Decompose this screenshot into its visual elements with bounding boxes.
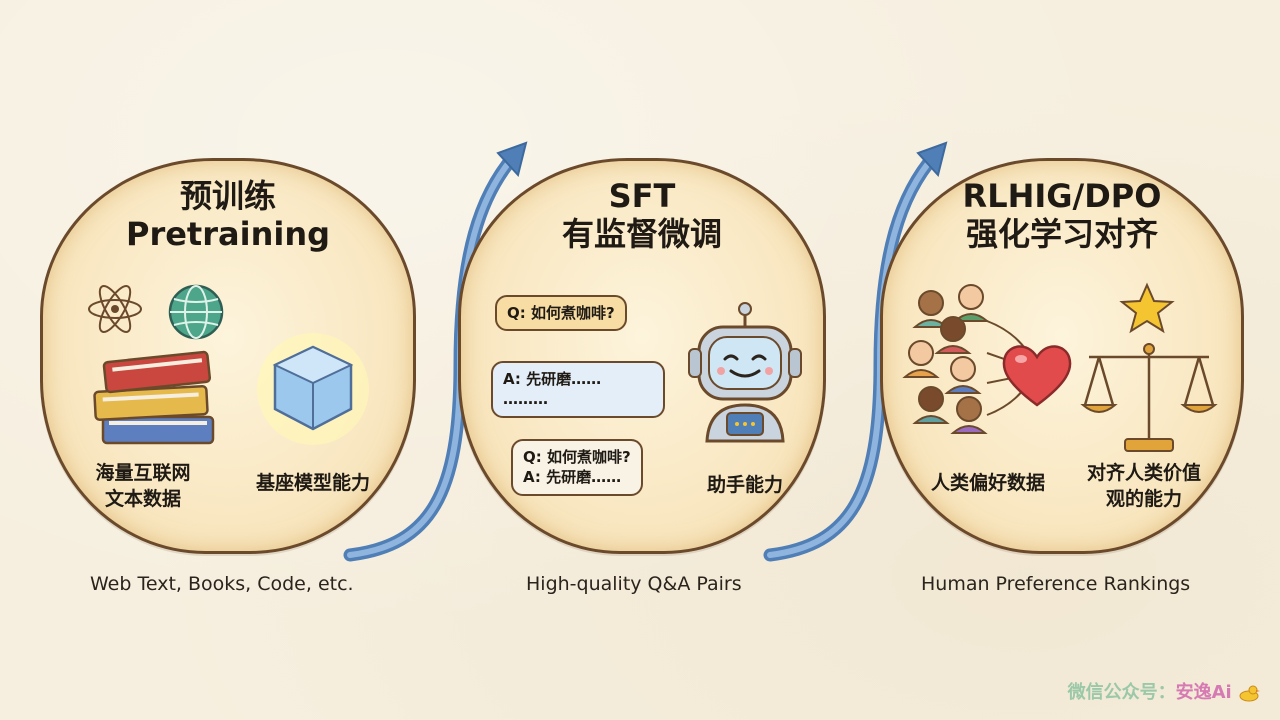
- chat-bubble-qa-pair: Q: 如何煮咖啡? A: 先研磨……: [511, 439, 643, 496]
- stage-left-label: 人类偏好数据: [930, 472, 1045, 494]
- stage-caption: Human Preference Rankings: [921, 573, 1191, 595]
- globe-icon: [168, 284, 224, 340]
- stage-pretraining: 预训练 Pretraining 海量互联网 文本数据 基座模型能力: [40, 158, 416, 554]
- watermark-brand: 安逸Ai: [1175, 682, 1232, 703]
- balance-scale-icon: [1080, 343, 1218, 452]
- duck-icon: [1239, 685, 1260, 702]
- stage-right-label: 助手能力: [706, 474, 783, 496]
- stage-title: 预训练 Pretraining: [43, 177, 413, 254]
- stage-title-line-1: SFT: [608, 177, 676, 215]
- heart-icon: [1002, 345, 1072, 407]
- watermark: 微信公众号：安逸Ai: [1068, 678, 1260, 704]
- robot-icon: [688, 302, 802, 443]
- stage-title-line-2: 有监督微调: [561, 215, 722, 254]
- chat-bubble-question: Q: 如何煮咖啡?: [495, 295, 627, 332]
- stage-title-line-1: RLHIG/DPO: [962, 177, 1162, 215]
- star-icon: [1119, 282, 1175, 334]
- watermark-prefix: 微信公众号：: [1067, 682, 1176, 703]
- stage-caption: Web Text, Books, Code, etc.: [90, 573, 354, 595]
- stage-caption: High-quality Q&A Pairs: [526, 573, 742, 595]
- glowing-cube-icon: [257, 333, 369, 445]
- atom-icon: [88, 285, 142, 333]
- stage-right-label: 对齐人类价值 观的能力: [1086, 462, 1201, 510]
- books-icon: [93, 350, 215, 445]
- stage-title: RLHIG/DPO 强化学习对齐: [883, 177, 1241, 254]
- stage-rl-alignment: RLHIG/DPO 强化学习对齐: [880, 158, 1244, 554]
- stage-right-label: 基座模型能力: [255, 472, 370, 494]
- stage-title: SFT 有监督微调: [461, 177, 823, 254]
- stage-title-line-1: 预训练: [179, 177, 276, 215]
- chat-bubble-answer: A: 先研磨…… ………: [491, 361, 665, 418]
- stage-title-line-2: 强化学习对齐: [965, 215, 1158, 254]
- people-icon: [902, 284, 990, 434]
- arrow-stage2-to-stage3: [763, 141, 948, 562]
- stage-left-label: 海量互联网 文本数据: [95, 462, 191, 510]
- stage-sft: SFT 有监督微调 Q: 如何煮咖啡? A: 先研磨…… ……… Q: 如何煮咖…: [458, 158, 826, 554]
- stage-title-line-2: Pretraining: [125, 215, 330, 254]
